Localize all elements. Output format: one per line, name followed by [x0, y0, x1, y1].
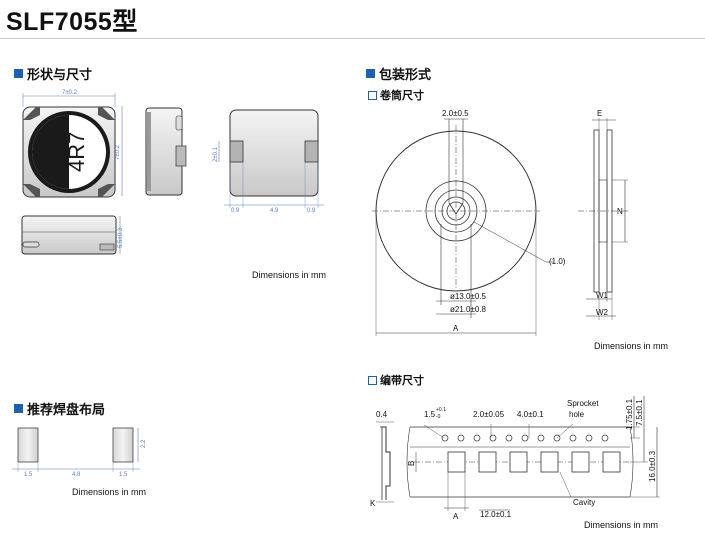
tape-hole-label: hole: [569, 410, 585, 419]
tape-dim-15: 1.5: [424, 410, 436, 419]
subsection-marker-icon: [368, 90, 377, 100]
dim-terminal-height: 2±0.1: [213, 146, 219, 162]
section-land-pattern-label: 推荐焊盘布局: [27, 402, 106, 417]
title-divider: [0, 38, 705, 39]
tape-dim-15-tol-minus: -0: [436, 414, 441, 420]
section-packaging: 包装形式: [366, 64, 431, 83]
component-top-view: 7±0.2 7±0.2 4R7: [22, 90, 123, 198]
reel-dim-1: (1.0): [549, 257, 566, 266]
tape-dim-20: 2.0±0.05: [473, 410, 505, 419]
subsection-marker-icon: [368, 375, 377, 385]
reel-dim-E: E: [597, 109, 602, 118]
inductor-marking: 4R7: [64, 132, 89, 172]
page-title: SLF7055型: [6, 8, 138, 36]
section-marker-icon: [366, 69, 375, 78]
section-marker-icon: [14, 69, 23, 78]
section-land-pattern: 推荐焊盘布局: [14, 399, 105, 418]
reel-dim-W2: W2: [596, 308, 609, 317]
tape-dim-75: 7.5±0.1: [635, 399, 644, 426]
units-note-reel: Dimensions in mm: [594, 341, 669, 351]
component-side-view: [145, 107, 187, 196]
dim-pad-gap: 4.8: [72, 472, 81, 478]
reel-front-view: [372, 118, 554, 336]
reel-dim-13: ø13.0±0.5: [450, 292, 487, 301]
tape-cavity-label: Cavity: [573, 498, 595, 507]
tape-dim-15-tol-plus: +0.1: [436, 407, 446, 413]
reel-dim-A: A: [453, 324, 459, 333]
tape-dim-40: 4.0±0.1: [517, 410, 544, 419]
tape-dim-K: K: [370, 499, 376, 508]
reel-dim-21: ø21.0±0.8: [450, 305, 487, 314]
section-shape-dims: 形状与尺寸: [14, 64, 92, 83]
tape-cavities: [444, 451, 621, 511]
reel-dim-2: 2.0±0.5: [442, 109, 469, 118]
tape-dim-160: 16.0±0.3: [648, 450, 657, 482]
component-front-view: 5.5±0.3: [21, 215, 124, 255]
tape-sprocket-label: Sprocket: [567, 399, 599, 408]
tape-dim-A: A: [453, 512, 459, 521]
tape-dim-B: B: [407, 461, 416, 466]
tape-cross-section: [376, 421, 394, 503]
section-marker-icon: [14, 404, 23, 413]
units-note-shape: Dimensions in mm: [252, 270, 327, 280]
subsection-reel-label: 卷筒尺寸: [380, 90, 424, 102]
units-note-tape: Dimensions in mm: [584, 520, 659, 530]
tape-dim-04: 0.4: [376, 410, 388, 419]
section-shape-dims-label: 形状与尺寸: [27, 67, 93, 82]
reel-dim-W1: W1: [596, 291, 609, 300]
land-pattern: 2.2 1.5 4.8 1.5: [12, 427, 147, 478]
tape-dim-175: 1.75±0.1: [625, 398, 634, 430]
tape-dim-120: 12.0±0.1: [480, 510, 512, 519]
section-packaging-label: 包装形式: [379, 67, 432, 82]
dim-pad-right: 1.5: [119, 472, 128, 478]
dim-pad-height: 2.2: [141, 439, 147, 448]
reel-dim-N: N: [617, 207, 623, 216]
component-bottom-view: 2±0.1 0.9 4.9 0.9: [213, 109, 324, 214]
reel-side-view: [578, 118, 628, 320]
dim-top-height: 7±0.2: [115, 144, 121, 160]
subsection-reel: 卷筒尺寸: [368, 87, 424, 103]
dim-terminal-left: 0.9: [231, 208, 240, 214]
dim-center-gap: 4.9: [270, 208, 279, 214]
subsection-tape-label: 编带尺寸: [380, 375, 424, 387]
dim-side-height: 5.5±0.3: [118, 227, 124, 248]
dim-pad-left: 1.5: [24, 472, 33, 478]
subsection-tape: 编带尺寸: [368, 372, 424, 388]
dim-top-width: 7±0.2: [62, 90, 78, 96]
dim-terminal-right: 0.9: [307, 208, 316, 214]
units-note-land: Dimensions in mm: [72, 487, 147, 497]
sprocket-holes: [441, 434, 609, 442]
tape-top-view: [406, 396, 660, 511]
